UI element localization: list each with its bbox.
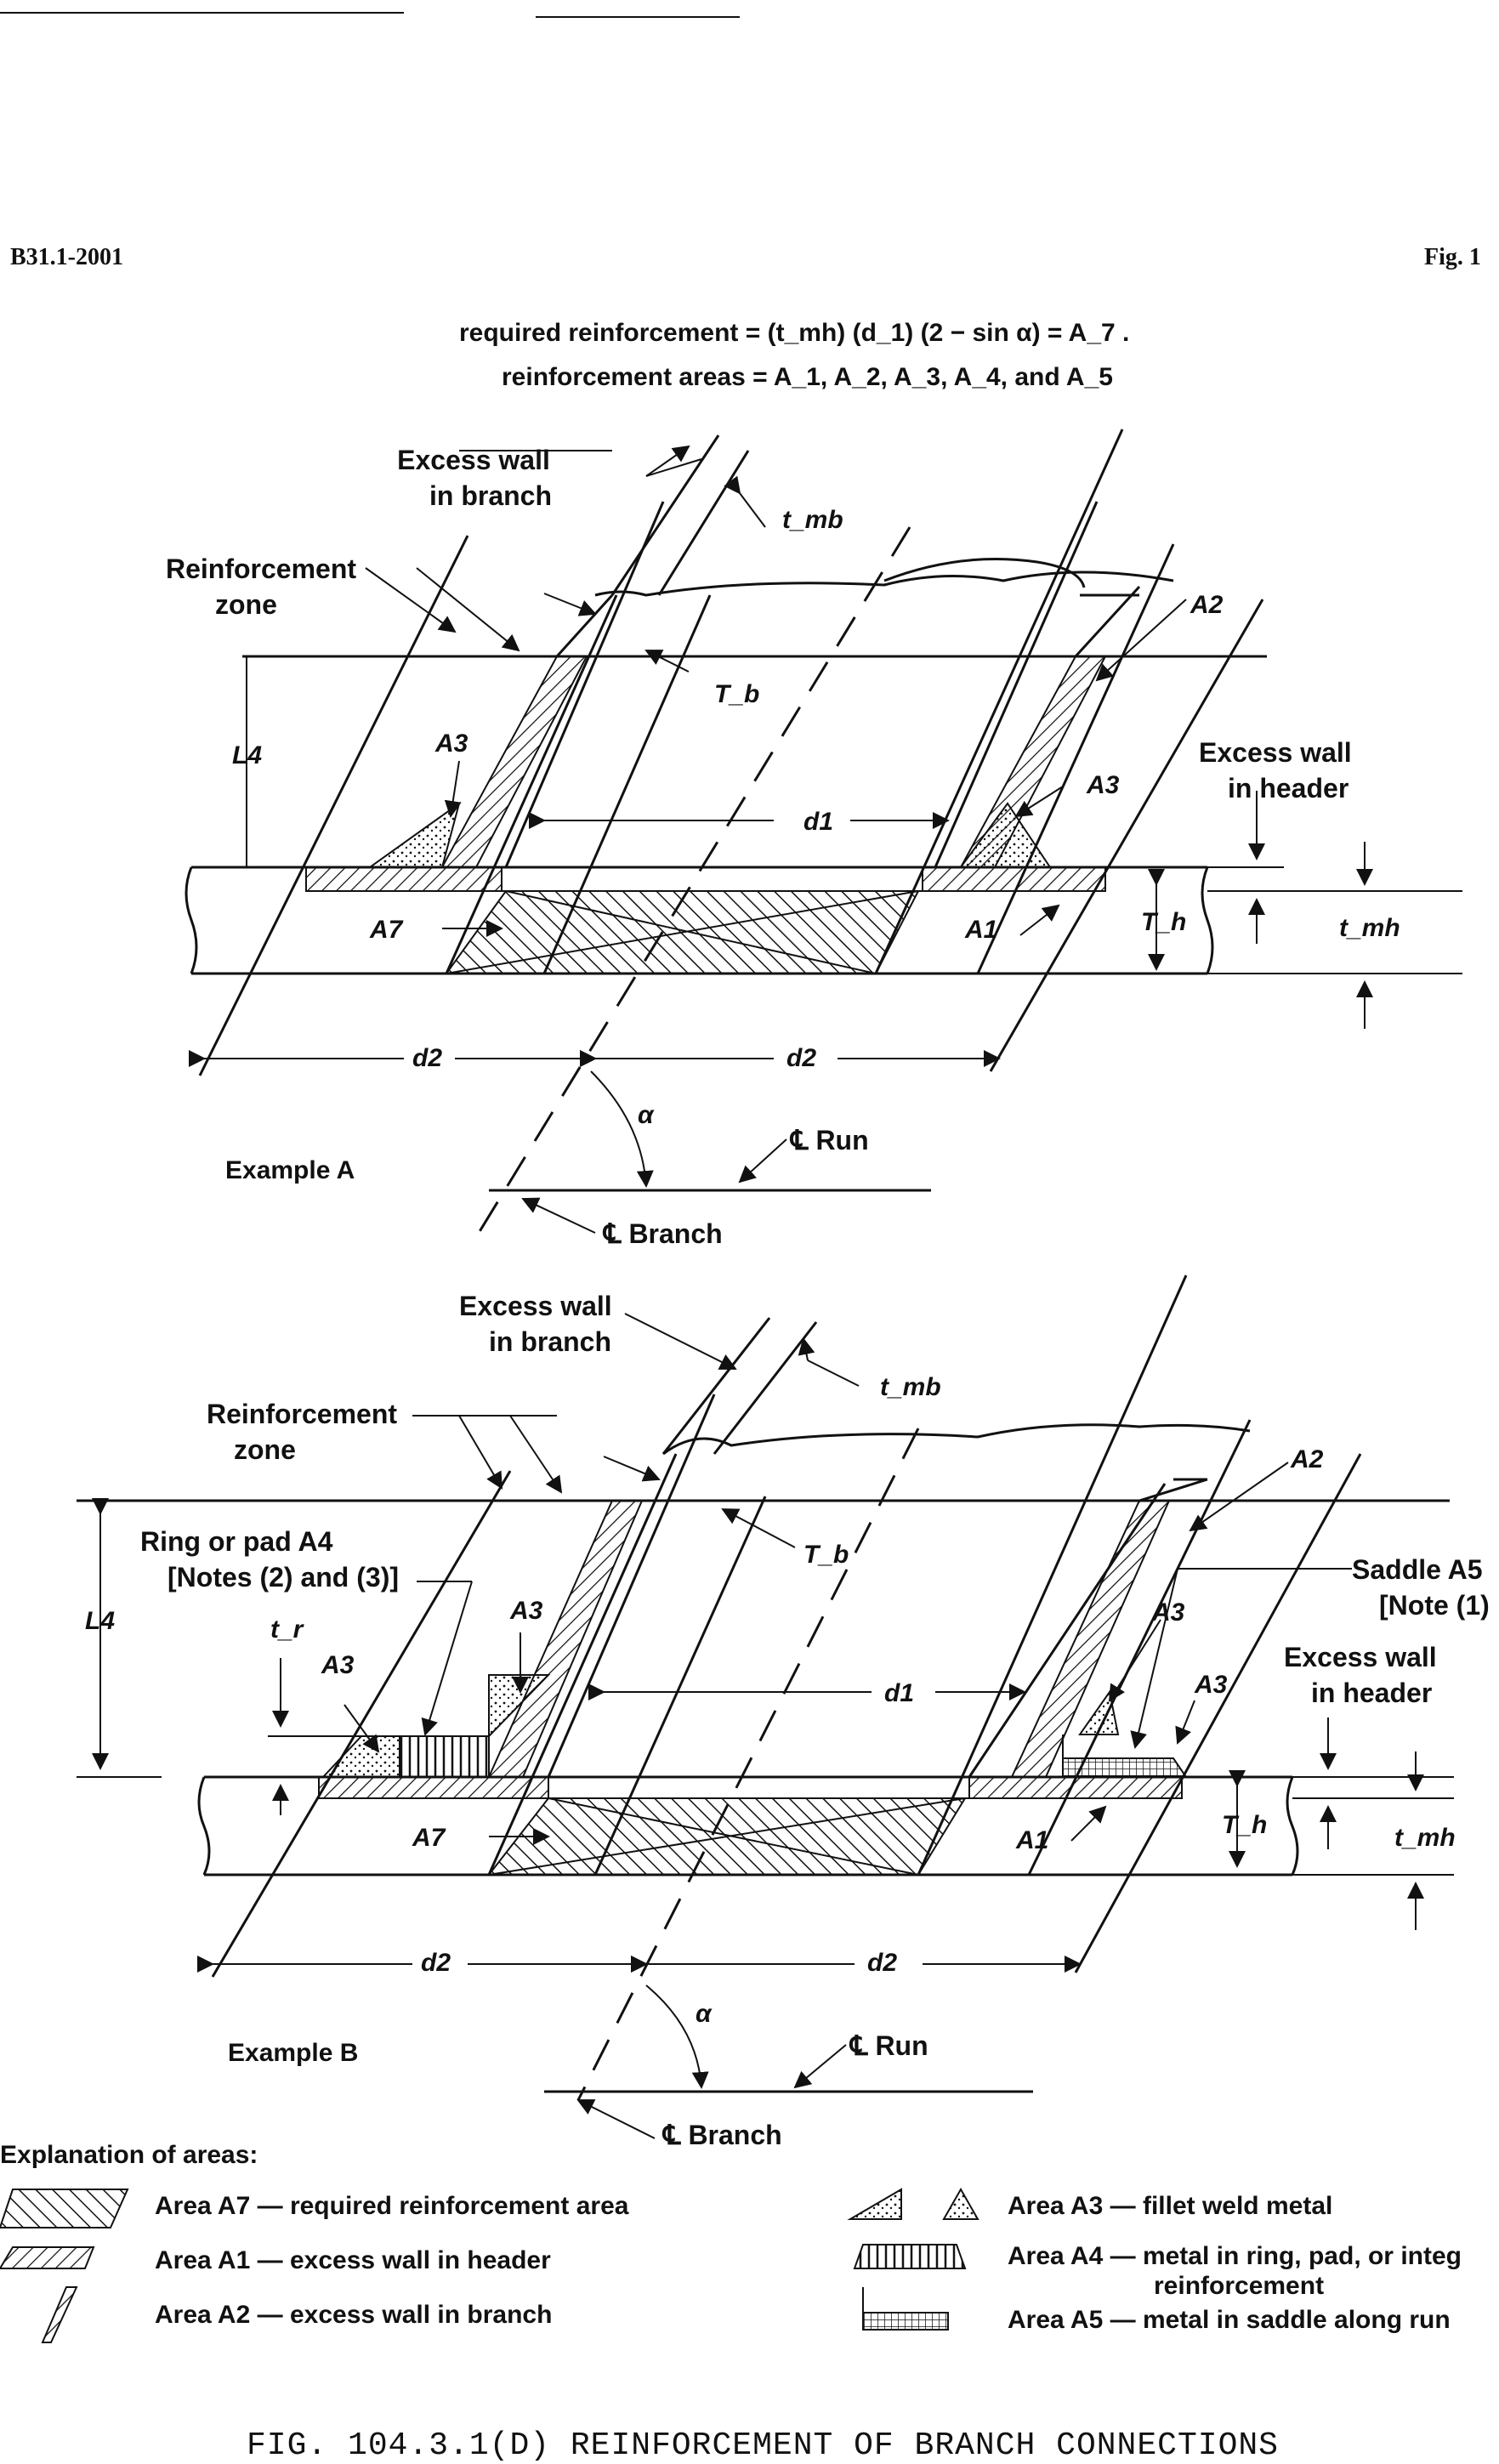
b-t-r-label: t_r (270, 1615, 304, 1644)
a-d1-label: d1 (803, 808, 834, 836)
b-excess-wall-header: Excess wall in header (1284, 1639, 1437, 1711)
b-A3-d-label: A3 (1195, 1671, 1228, 1699)
a-A2-label: A2 (1190, 591, 1224, 619)
example-b-drawing (77, 1275, 1454, 2139)
a2-symbol (41, 2286, 78, 2343)
legend-symbols (0, 2187, 979, 2343)
a-run-centerline-label: ℄ Run (791, 1125, 869, 1155)
a-excess-wall-header-line1: Excess wall (1199, 737, 1352, 768)
a-L4-label: L4 (232, 741, 263, 769)
b-d2-right-label: d2 (867, 1949, 898, 1977)
b-excess-wall-branch-line2: in branch (489, 1326, 612, 1357)
a3-symbol (847, 2188, 902, 2220)
b-saddle-line2: [Note (1) (1379, 1590, 1490, 1621)
legend-a2: Area A2 — excess wall in branch (155, 2301, 553, 2329)
b-A7-label: A7 (412, 1824, 446, 1852)
b-saddle-line1: Saddle A5 (1352, 1554, 1483, 1585)
b-A3-a-label: A3 (510, 1597, 543, 1625)
b-T-b-label: T_b (803, 1541, 849, 1569)
example-a-title: Example A (225, 1156, 355, 1184)
a7-symbol (0, 2189, 129, 2228)
a-excess-wall-branch-line1: Excess wall (397, 445, 550, 475)
legend-title: Explanation of areas: (0, 2141, 258, 2169)
a4-symbol (853, 2244, 967, 2269)
fig-ref-label: Fig. 1 (1424, 244, 1481, 270)
legend-a4-cont: reinforcement (1154, 2272, 1325, 2300)
legend-a5: Area A5 — metal in saddle along run (1008, 2306, 1451, 2334)
figure-caption: FIG. 104.3.1(D) REINFORCEMENT OF BRANCH … (247, 2427, 1279, 2464)
a-A7-label: A7 (370, 916, 403, 944)
example-b-title: Example B (228, 2039, 359, 2067)
b-alpha-label: α (696, 2000, 712, 2028)
b-t-mh-label: t_mh (1394, 1824, 1456, 1852)
a-t-mh-label: t_mh (1339, 914, 1400, 942)
a-T-b-label: T_b (714, 680, 760, 708)
a-excess-wall-header: Excess wall in header (1199, 735, 1352, 806)
b-d1-label: d1 (884, 1679, 915, 1707)
b-excess-wall-header-line1: Excess wall (1284, 1642, 1437, 1672)
a-A3-right-label: A3 (1087, 771, 1120, 799)
b-branch-centerline-label: ℄ Branch (663, 2120, 782, 2150)
b-L4-label: L4 (85, 1607, 116, 1635)
b-run-centerline-label: ℄ Run (850, 2030, 928, 2061)
b-saddle-label: Saddle A5 [Note (1) (1352, 1552, 1490, 1623)
example-a-drawing (185, 429, 1462, 1238)
b-A3-b-label: A3 (321, 1651, 355, 1679)
b-excess-wall-header-line2: in header (1311, 1678, 1433, 1708)
b-d2-left-label: d2 (421, 1949, 451, 1977)
a-T-h-label: T_h (1141, 908, 1187, 936)
legend-a4: Area A4 — metal in ring, pad, or integ (1008, 2242, 1462, 2270)
a-reinforcement-zone-line2: zone (215, 589, 277, 620)
b-t-mb-label: t_mb (880, 1373, 941, 1401)
a5-symbol (862, 2287, 949, 2331)
a3-symbol-alt (942, 2187, 979, 2220)
a-reinforcement-zone-line1: Reinforcement (166, 554, 357, 584)
legend-a7: Area A7 — required reinforcement area (155, 2192, 629, 2220)
b-ring-pad-line2: [Notes (2) and (3)] (168, 1562, 399, 1593)
legend-a1: Area A1 — excess wall in header (155, 2246, 551, 2274)
a-excess-wall-branch: Excess wall in branch (395, 442, 552, 514)
b-excess-wall-branch-line1: Excess wall (459, 1291, 612, 1321)
a-A3-left-label: A3 (435, 730, 468, 758)
b-excess-wall-branch: Excess wall in branch (459, 1288, 612, 1360)
reinforcement-areas-formula: reinforcement areas = A_1, A_2, A_3, A_4… (502, 363, 1113, 391)
b-A2-label: A2 (1291, 1445, 1324, 1473)
b-reinforcement-zone: Reinforcement zone (207, 1396, 397, 1468)
b-T-h-label: T_h (1222, 1811, 1268, 1839)
a-reinforcement-zone: Reinforcement zone (166, 551, 356, 622)
a-branch-centerline-label: ℄ Branch (604, 1218, 723, 1249)
required-reinforcement-formula: required reinforcement = (t_mh) (d_1) (2… (459, 319, 1130, 347)
b-A3-c-label: A3 (1152, 1598, 1185, 1627)
b-ring-pad-line1: Ring or pad A4 (140, 1526, 333, 1557)
legend-a3: Area A3 — fillet weld metal (1008, 2192, 1333, 2220)
a-excess-wall-branch-line2: in branch (429, 480, 553, 511)
standard-label: B31.1-2001 (10, 244, 123, 270)
a-excess-wall-header-line2: in header (1228, 773, 1349, 803)
b-ring-pad-label: Ring or pad A4 [Notes (2) and (3)] (140, 1524, 399, 1595)
a-t-mb-label: t_mb (782, 506, 843, 534)
a-A1-label: A1 (965, 916, 998, 944)
a-d2-right-label: d2 (786, 1044, 817, 1072)
b-reinforcement-zone-line1: Reinforcement (207, 1399, 398, 1429)
a1-symbol (0, 2246, 95, 2269)
a-alpha-label: α (638, 1101, 654, 1129)
a-d2-left-label: d2 (412, 1044, 443, 1072)
b-A1-label: A1 (1016, 1826, 1049, 1854)
b-reinforcement-zone-line2: zone (234, 1434, 296, 1465)
